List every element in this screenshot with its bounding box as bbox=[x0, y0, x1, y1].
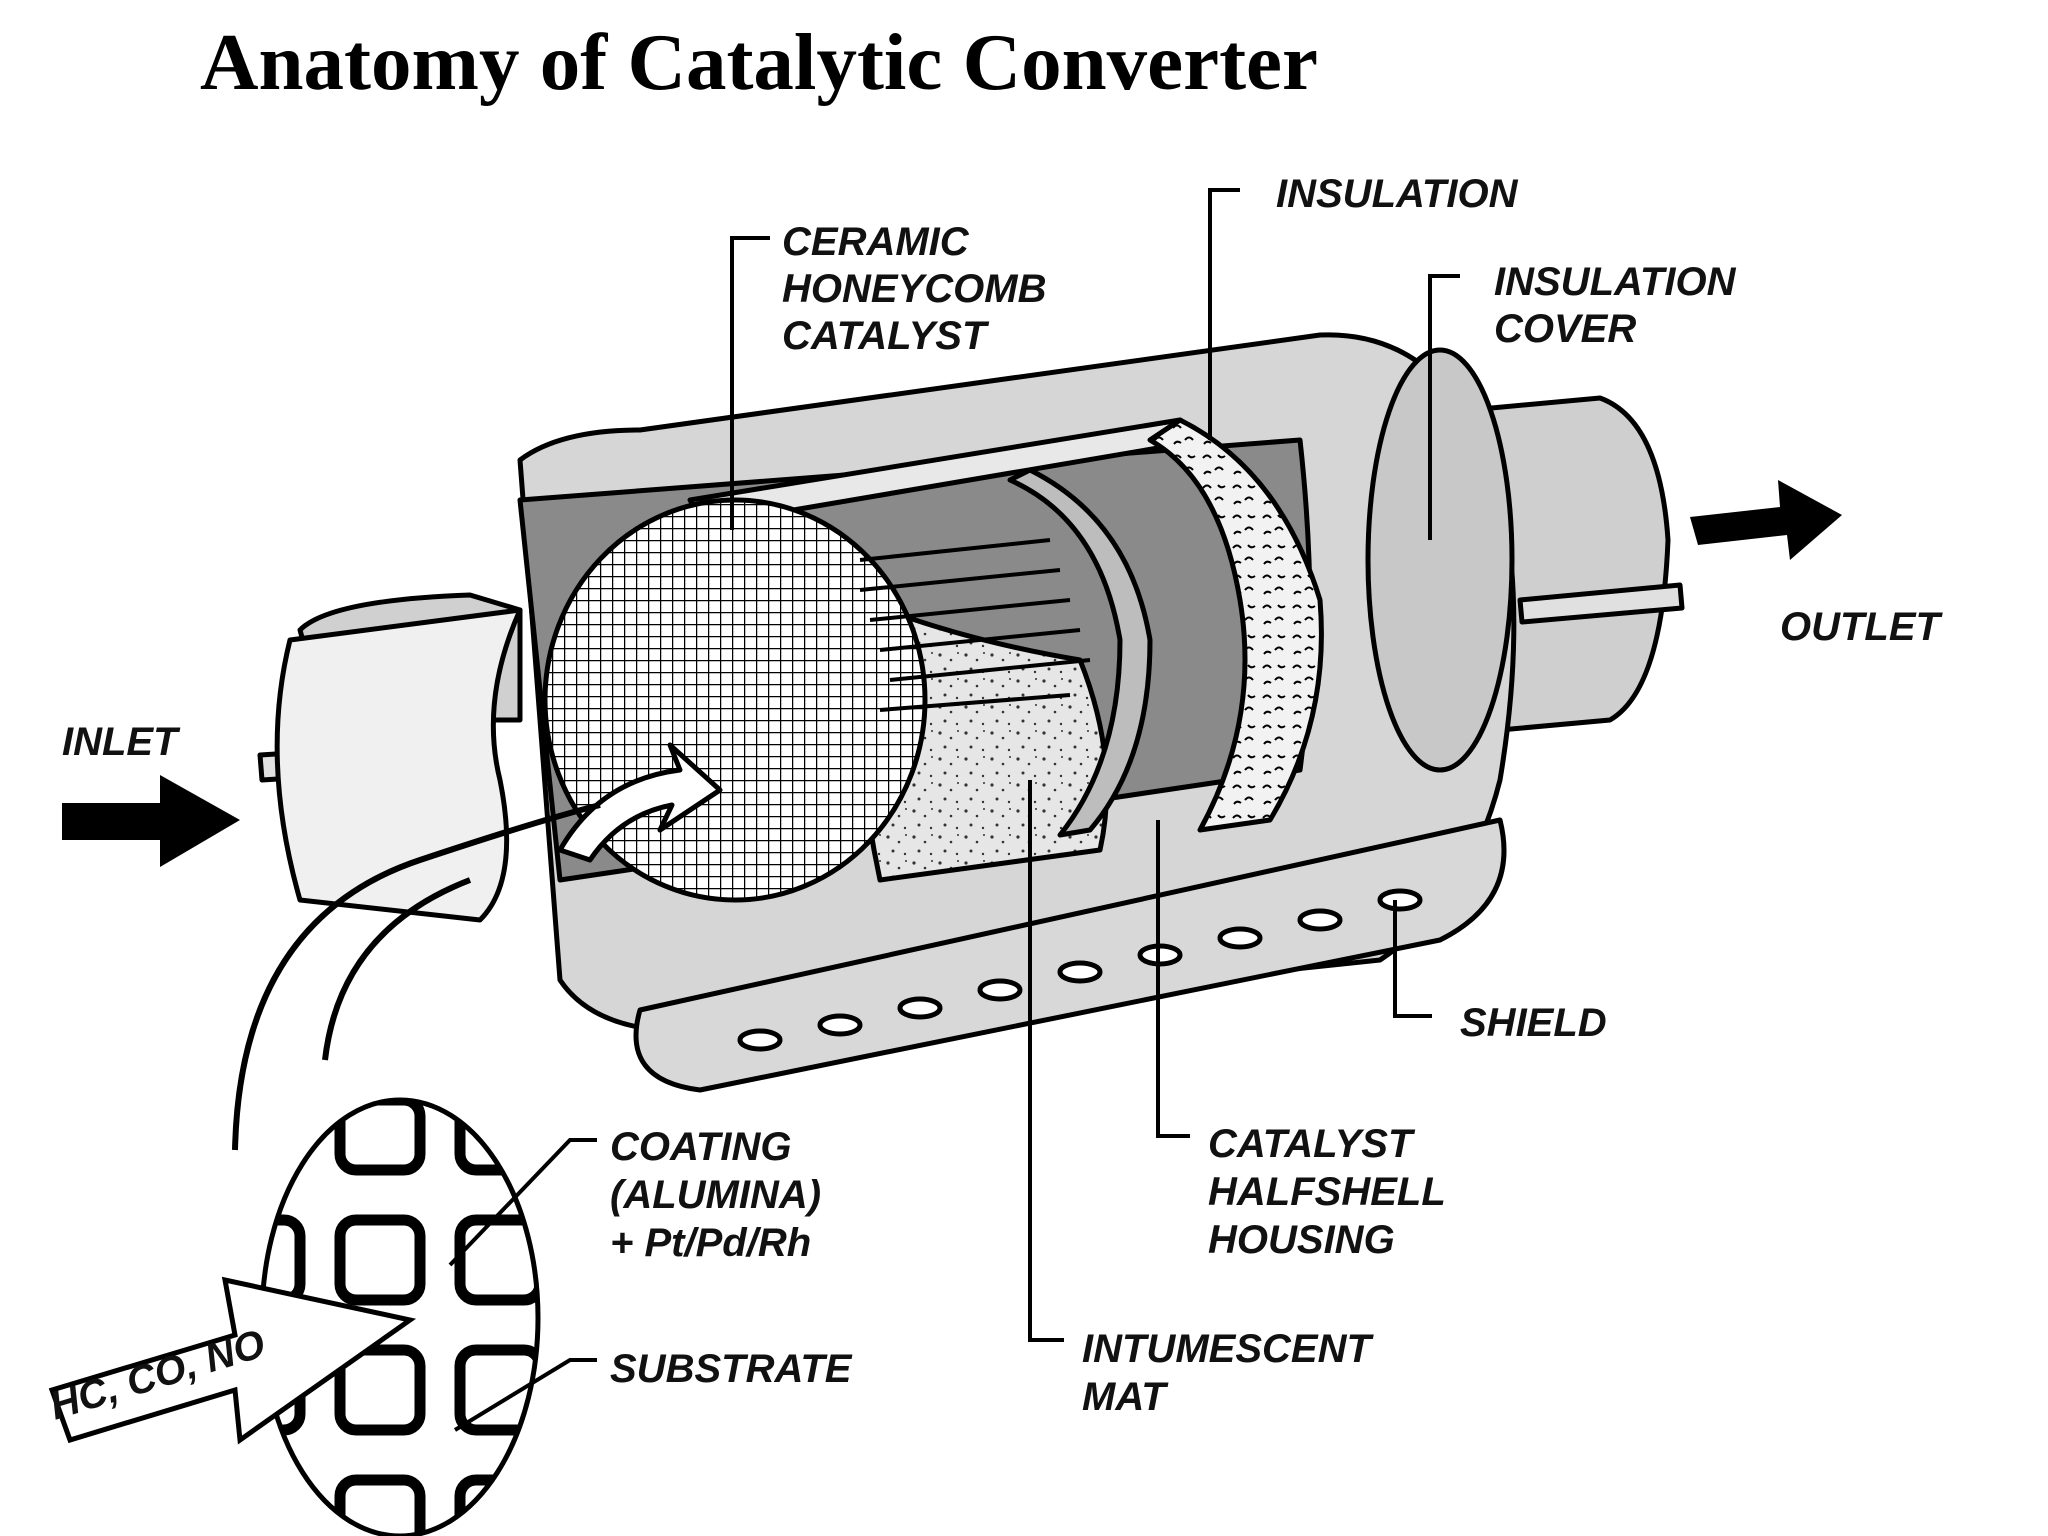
coating-line-1: COATING bbox=[610, 1125, 791, 1169]
insulation-layer bbox=[1147, 417, 1324, 833]
ceramic-honeycomb-line-2: HONEYCOMB bbox=[782, 267, 1046, 311]
halfshell-line-3: HOUSING bbox=[1208, 1218, 1395, 1262]
intumescent-mat-label: INTUMESCENT MAT bbox=[1082, 1327, 1382, 1419]
intumescent-line-2: MAT bbox=[1082, 1375, 1169, 1419]
catalyst-channels bbox=[859, 538, 1091, 712]
cover-end-cap bbox=[1365, 347, 1515, 773]
converter-body bbox=[232, 332, 1685, 1151]
pollutant-arrow bbox=[48, 1276, 417, 1445]
outlet-arrow bbox=[1690, 480, 1842, 560]
inlet-label: INLET bbox=[62, 720, 181, 764]
insulation-cover-label: INSULATION COVER bbox=[1494, 260, 1747, 351]
inlet-shell-cutaway bbox=[274, 607, 523, 923]
insulation-cover-line-2: COVER bbox=[1494, 307, 1636, 351]
halfshell-line-1: CATALYST bbox=[1208, 1122, 1416, 1166]
outlet-label: OUTLET bbox=[1780, 605, 1944, 649]
inlet-arrow bbox=[62, 775, 240, 867]
outlet-flange bbox=[1517, 582, 1685, 625]
shield-holes bbox=[737, 888, 1423, 1052]
substrate-closeup bbox=[48, 1097, 541, 1536]
coating-line-3: + Pt/Pd/Rh bbox=[610, 1221, 811, 1265]
coating-line-2: (ALUMINA) bbox=[610, 1173, 821, 1217]
insulation-label: INSULATION bbox=[1276, 172, 1519, 216]
leader-lines bbox=[448, 188, 1460, 1432]
catalyst-halfshell-ring bbox=[1007, 467, 1153, 838]
intumescent-line-1: INTUMESCENT bbox=[1082, 1327, 1374, 1371]
outlet-pipe bbox=[1467, 395, 1671, 733]
ceramic-honeycomb-line-3: CATALYST bbox=[782, 314, 990, 358]
shield-label: SHIELD bbox=[1460, 1001, 1607, 1045]
ceramic-honeycomb-catalyst-label: CERAMIC HONEYCOMB CATALYST bbox=[782, 220, 1058, 358]
insulation-cover-line-1: INSULATION bbox=[1494, 260, 1737, 304]
ceramic-honeycomb-line-1: CERAMIC bbox=[782, 220, 970, 264]
page-title: Anatomy of Catalytic Converter bbox=[200, 17, 1318, 107]
catalyst-halfshell-housing-label: CATALYST HALFSHELL HOUSING bbox=[1208, 1122, 1456, 1262]
coating-label: COATING (ALUMINA) + Pt/Pd/Rh bbox=[610, 1125, 832, 1265]
halfshell-line-2: HALFSHELL bbox=[1208, 1170, 1445, 1214]
flow-curve-inner bbox=[322, 877, 472, 1061]
flow-curve bbox=[232, 802, 601, 1151]
substrate-label: SUBSTRATE bbox=[610, 1347, 853, 1391]
